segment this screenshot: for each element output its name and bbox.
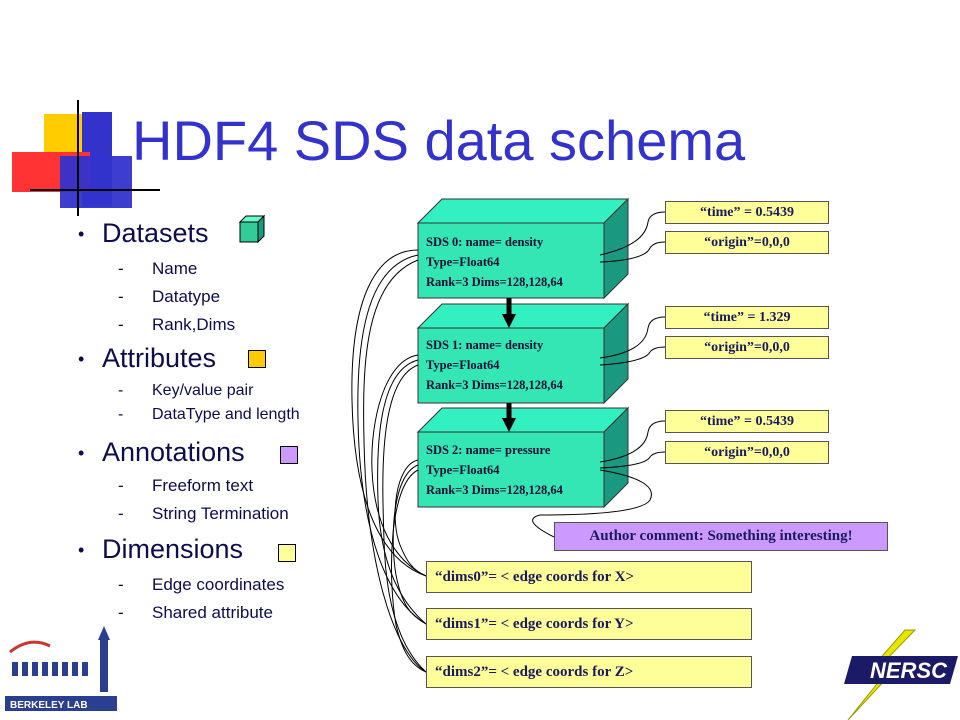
sds-type-line: Type=Float64	[426, 358, 500, 372]
sub-item-label: String Termination	[152, 504, 289, 523]
dimension-box: “dims0”= < edge coords for X>	[426, 561, 752, 593]
annotation-box: Author comment: Something interesting!	[554, 522, 888, 551]
dimension-box: “dims1”= < edge coords for Y>	[426, 608, 752, 640]
sub-item-label: Rank,Dims	[152, 315, 236, 334]
sds-chain-arrows	[502, 298, 516, 432]
annotation-legend-icon	[280, 446, 298, 464]
bullet-label: Dimensions	[102, 534, 244, 564]
sds-cube-2	[416, 406, 630, 509]
bullet-dot: •	[78, 224, 85, 245]
sub-item-label: DataType and length	[152, 406, 300, 423]
bullet-label: Annotations	[102, 437, 245, 467]
sds-rank-line: Rank=3 Dims=128,128,64	[426, 378, 563, 392]
corner-decoration	[12, 100, 160, 216]
bullet-dot: •	[78, 443, 85, 464]
page-title: HDF4 SDS data schema	[132, 109, 746, 172]
sds-type-line: Type=Float64	[426, 255, 500, 269]
sds-rank-line: Rank=3 Dims=128,128,64	[426, 275, 563, 289]
nersc-text: NERSC	[870, 658, 948, 683]
attribute-box: “origin”=0,0,0	[665, 441, 829, 464]
dimension-legend-icon	[278, 544, 296, 562]
sub-item: -String Termination	[118, 504, 289, 523]
sub-item-label: Name	[152, 259, 198, 278]
sub-item: -Freeform text	[118, 476, 254, 495]
attribute-box: “origin”=0,0,0	[665, 336, 829, 359]
bullet-datasets: • Datasets	[78, 218, 209, 249]
dataset-cube-icon	[238, 214, 266, 244]
sub-item: -Edge coordinates	[118, 575, 285, 594]
sds-name-line: SDS 0: name= density	[426, 235, 544, 249]
attribute-box: “time” = 0.5439	[665, 201, 829, 224]
attribute-legend-icon	[248, 350, 266, 368]
nersc-logo: NERSC	[844, 629, 958, 720]
sds-cube-1	[416, 302, 630, 405]
sds-type-line: Type=Float64	[426, 463, 500, 477]
sub-item: -Name	[118, 259, 198, 278]
sub-item: -Datatype	[118, 287, 221, 306]
sub-item: -DataType and length	[118, 406, 300, 423]
sub-item-label: Edge coordinates	[152, 575, 285, 594]
sds-1-label: SDS 1: name= density Type=Float64 Rank=3…	[426, 335, 563, 395]
attribute-box: “time” = 0.5439	[665, 410, 829, 433]
bullet-label: Datasets	[102, 218, 209, 248]
attribute-box: “time” = 1.329	[665, 306, 829, 329]
bullet-dimensions: • Dimensions	[78, 534, 243, 565]
sub-item-label: Key/value pair	[152, 382, 254, 399]
sub-item-label: Shared attribute	[152, 603, 273, 622]
sub-item: -Shared attribute	[118, 603, 273, 622]
berkeley-lab-text: BERKELEY LAB	[10, 700, 88, 711]
bullet-dot: •	[78, 540, 85, 561]
sds-name-line: SDS 1: name= density	[426, 338, 544, 352]
sds-rank-line: Rank=3 Dims=128,128,64	[426, 483, 563, 497]
attribute-box: “origin”=0,0,0	[665, 231, 829, 254]
bullet-annotations: • Annotations	[78, 437, 245, 468]
dimension-box: “dims2”= < edge coords for Z>	[426, 656, 752, 688]
attribute-connectors	[532, 211, 666, 538]
sds-0-label: SDS 0: name= density Type=Float64 Rank=3…	[426, 232, 563, 292]
bullet-attributes: • Attributes	[78, 343, 216, 374]
sub-item: -Rank,Dims	[118, 315, 236, 334]
sub-item-label: Datatype	[152, 287, 221, 306]
sub-item: -Key/value pair	[118, 382, 254, 399]
bullet-dot: •	[78, 349, 85, 370]
sds-name-line: SDS 2: name= pressure	[426, 443, 551, 457]
sub-item-label: Freeform text	[152, 476, 254, 495]
berkeley-lab-logo: BERKELEY LAB	[5, 626, 117, 711]
sds-cube-0	[416, 197, 630, 300]
dimension-connectors	[351, 249, 427, 673]
bullet-label: Attributes	[102, 343, 217, 373]
sds-2-label: SDS 2: name= pressure Type=Float64 Rank=…	[426, 440, 563, 500]
